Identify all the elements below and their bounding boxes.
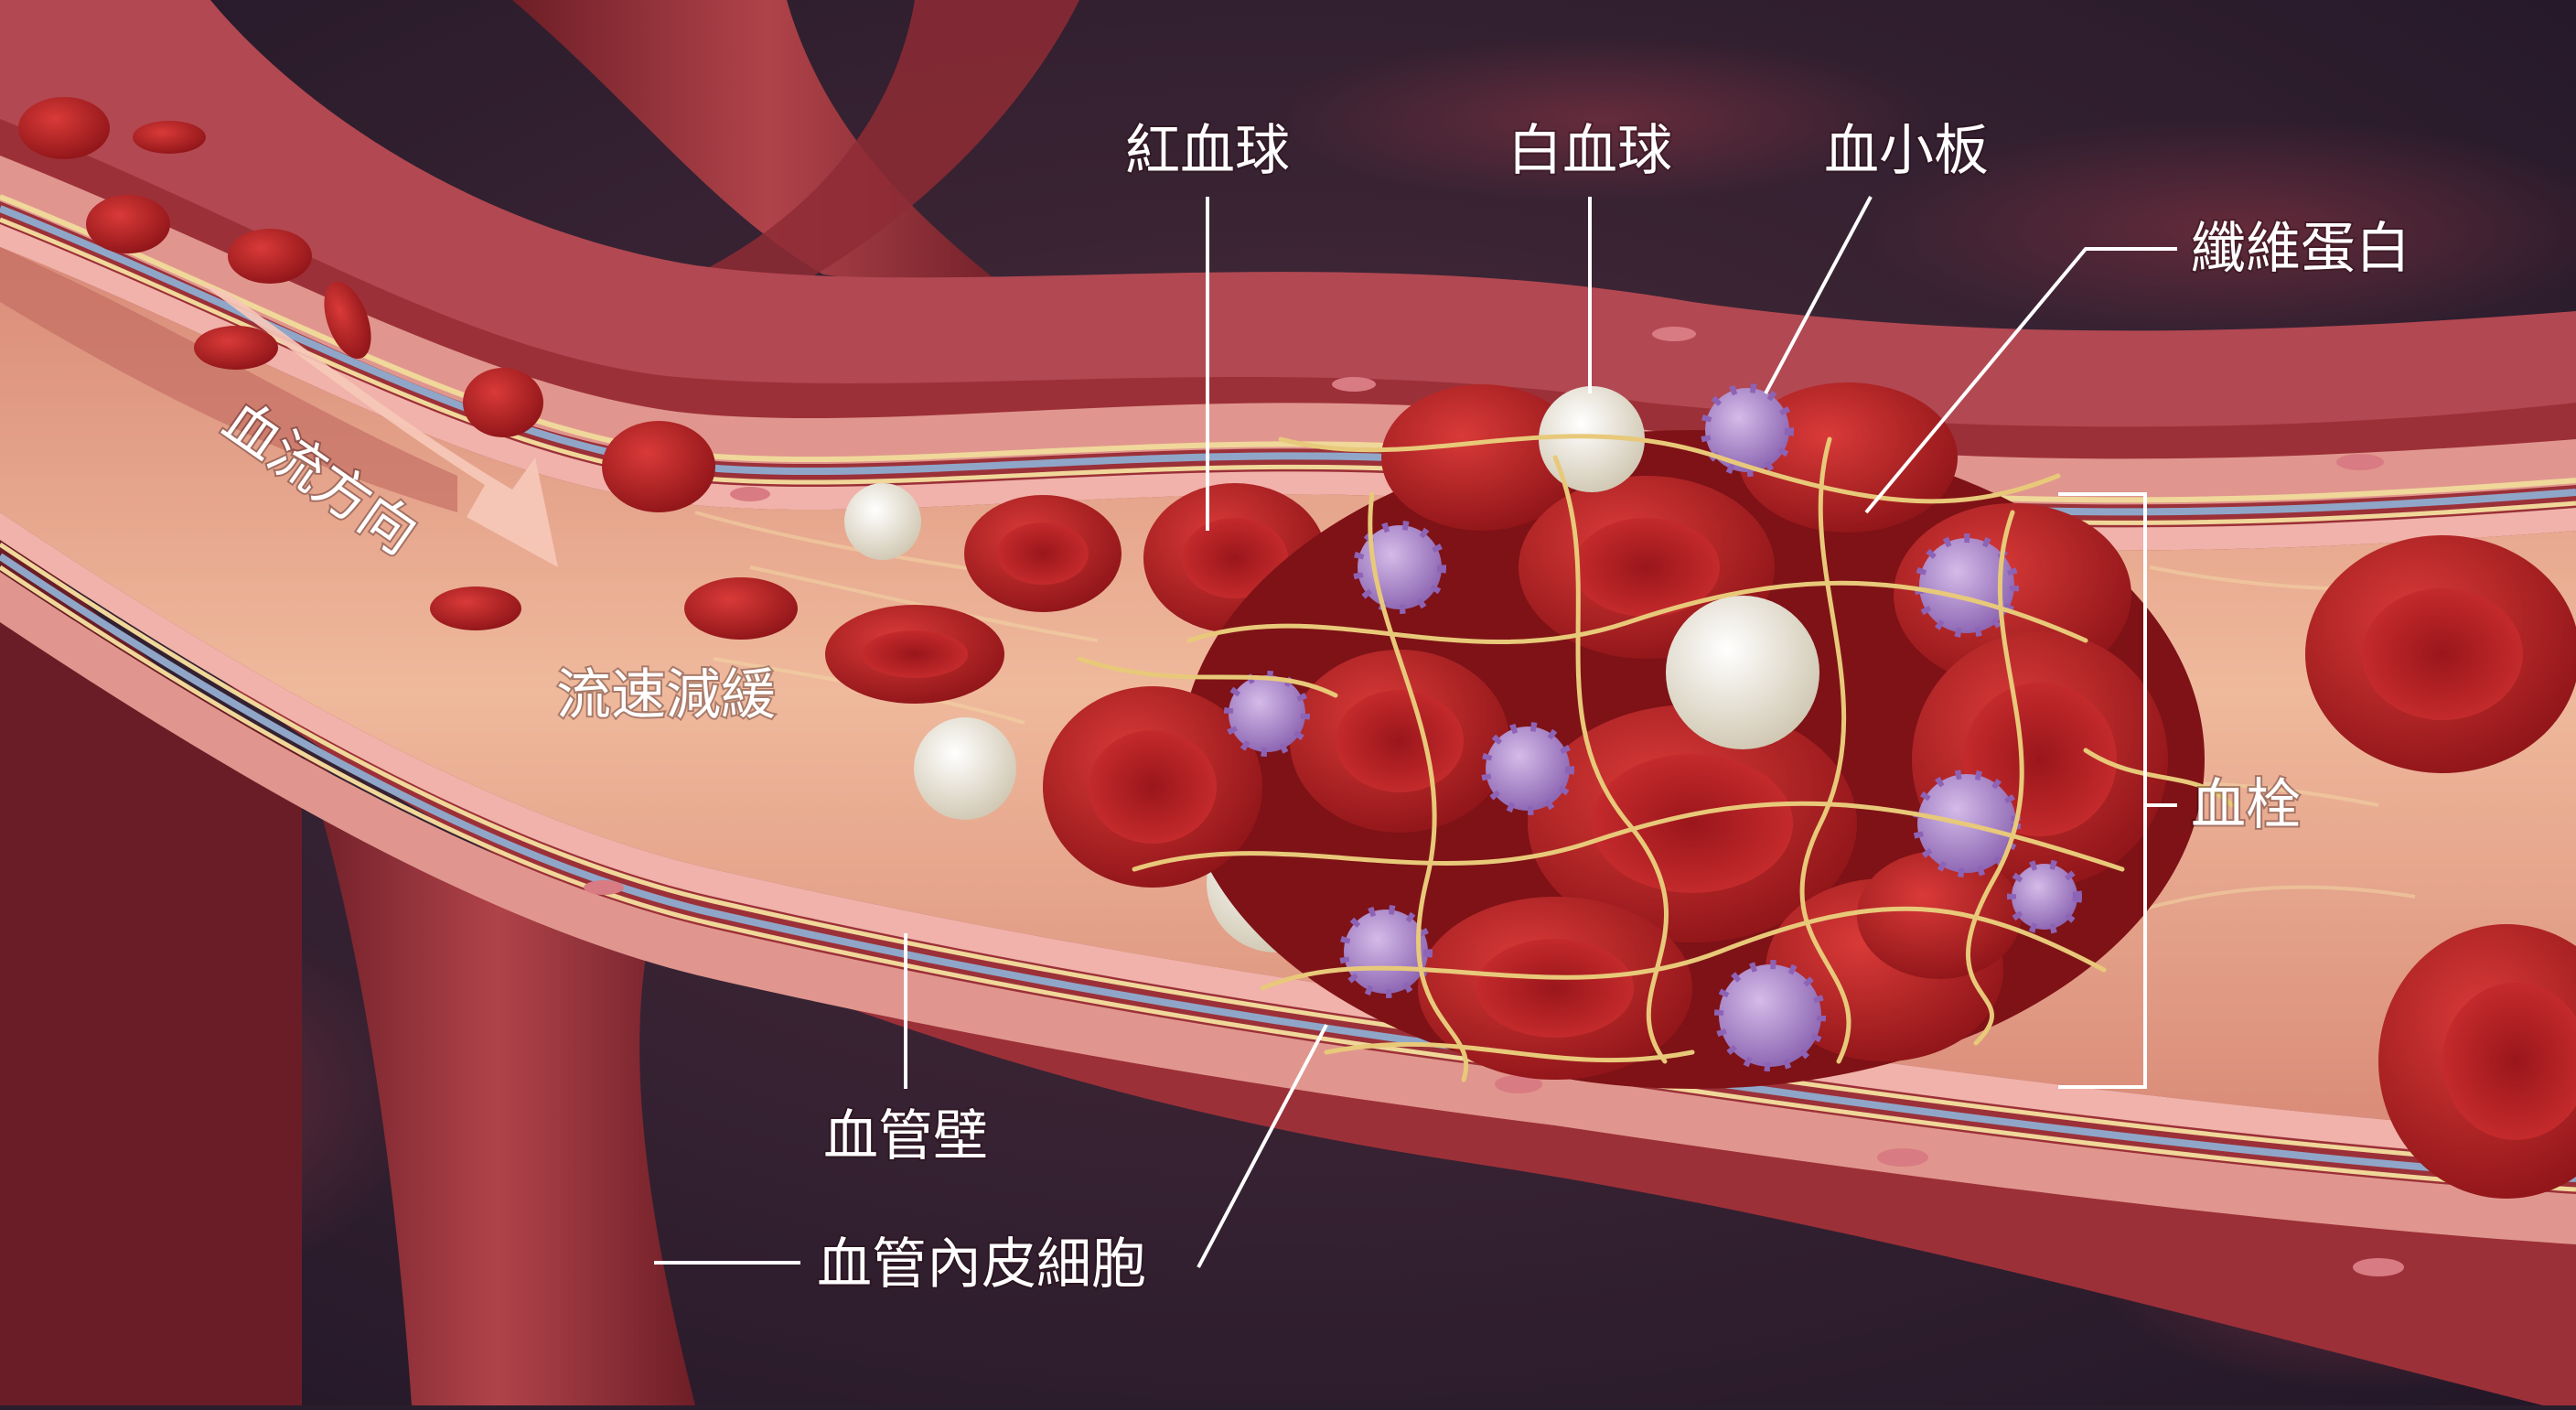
label-slow-flow: 流速減緩 [556, 663, 776, 727]
endothelial-nucleus [1877, 1148, 1928, 1167]
red-blood-cell [86, 195, 170, 253]
red-blood-cell [194, 326, 278, 370]
red-blood-cell-center [2362, 588, 2523, 720]
red-blood-cell [602, 421, 715, 512]
red-blood-cell [18, 97, 110, 159]
endothelial-nucleus [1332, 377, 1376, 392]
endothelial-nucleus [1652, 327, 1696, 341]
label-fibrin: 纖維蛋白 [2191, 217, 2410, 281]
red-blood-cell [684, 577, 798, 640]
red-blood-cell-center [1336, 690, 1464, 792]
red-blood-cell [463, 368, 543, 437]
label-endothelial-cell: 血管內皮細胞 [817, 1232, 1146, 1297]
white-blood-cell [1666, 596, 1819, 749]
white-blood-cell [914, 717, 1016, 820]
label-thrombus: 血栓 [2191, 773, 2301, 837]
platelet [1719, 964, 1821, 1067]
white-blood-cell [844, 483, 921, 560]
endothelial-nucleus [730, 487, 770, 501]
platelet [1486, 727, 1570, 811]
red-blood-cell [133, 121, 206, 154]
label-white-blood-cell: 白血球 [1508, 119, 1672, 183]
red-blood-cell-center [862, 630, 968, 678]
red-blood-cell [228, 229, 312, 284]
platelet [1705, 388, 1789, 472]
endothelial-nucleus [584, 880, 624, 895]
red-blood-cell-center [1089, 730, 1217, 844]
endothelial-nucleus [2336, 454, 2384, 470]
endothelial-nucleus [2353, 1258, 2404, 1276]
red-blood-cell [430, 587, 521, 630]
platelet [1229, 675, 1305, 752]
label-red-blood-cell: 紅血球 [1125, 119, 1290, 183]
red-blood-cell-center [997, 522, 1089, 585]
platelet [1344, 910, 1428, 994]
red-blood-cell-center [1476, 939, 1634, 1038]
red-blood-cell-center [1592, 754, 1793, 893]
label-vessel-wall: 血管壁 [823, 1104, 988, 1168]
label-platelet: 血小板 [1824, 119, 1989, 183]
platelet [2012, 864, 2077, 930]
